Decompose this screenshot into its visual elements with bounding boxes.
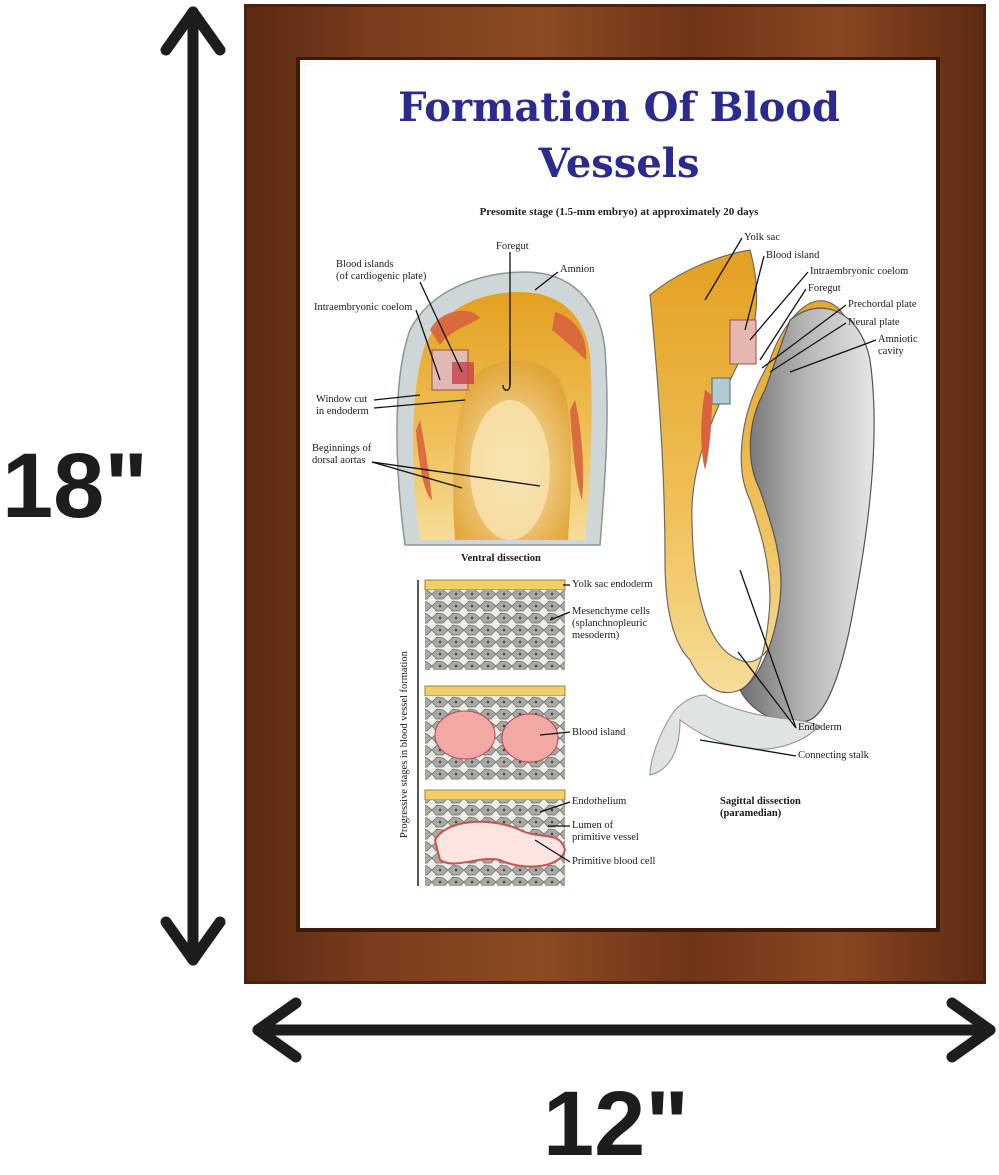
height-dimension-label: 18" (2, 435, 148, 537)
poster-title-line1: Formation Of Blood (398, 84, 840, 131)
side-caption-stages: Progressive stages in blood vessel forma… (399, 651, 410, 838)
caption-sagittal-dissection: Sagittal dissection (paramedian) (720, 796, 801, 819)
width-dimension-label: 12" (543, 1073, 689, 1175)
label-foregut-sagittal: Foregut (808, 283, 841, 294)
label-dorsal-aortas: Beginnings of dorsal aortas (312, 443, 372, 466)
label-intraembryonic-coelom-ventral: Intraembryonic coelom (314, 302, 413, 313)
ventral-dissection-drawing (396, 271, 608, 546)
stage-panel-2 (424, 685, 566, 780)
label-mesenchyme-cells: Mesenchyme cells (splanchnopleuric mesod… (572, 606, 650, 641)
label-endothelium: Endothelium (572, 796, 627, 807)
label-primitive-blood-cell: Primitive blood cell (572, 856, 656, 867)
label-neural-plate: Neural plate (848, 317, 900, 328)
label-blood-island-sagittal: Blood island (766, 250, 820, 261)
label-endoderm: Endoderm (798, 722, 842, 733)
label-window-cut: Window cut in endoderm (316, 394, 369, 417)
label-connecting-stalk: Connecting stalk (798, 750, 869, 761)
leader-lines (371, 237, 877, 863)
dimension-arrows (160, 6, 996, 1063)
label-amnion: Amnion (560, 264, 595, 275)
poster-title-line2: Vessels (538, 140, 700, 187)
label-yolk-sac-endoderm: Yolk sac endoderm (572, 579, 653, 590)
label-blood-island-stage: Blood island (572, 727, 626, 738)
sagittal-dissection-drawing (649, 249, 875, 776)
caption-ventral-dissection: Ventral dissection (461, 553, 541, 564)
poster-subtitle: Presomite stage (1.5-mm embryo) at appro… (479, 206, 759, 218)
label-yolk-sac: Yolk sac (744, 232, 780, 243)
label-prechordal-plate: Prechordal plate (848, 299, 917, 310)
label-amniotic-cavity: Amniotic cavity (878, 334, 918, 357)
stage-panel-3 (424, 789, 567, 886)
label-foregut-ventral: Foregut (496, 241, 529, 252)
label-lumen: Lumen of primitive vessel (572, 820, 639, 843)
label-blood-islands: Blood islands (of cardiogenic plate) (336, 259, 427, 282)
label-intraembryonic-coelom-sagittal: Intraembryonic coelom (810, 266, 909, 277)
stage-panel-1 (424, 579, 566, 670)
poster-title: Formation Of Blood Vessels (306, 80, 932, 192)
